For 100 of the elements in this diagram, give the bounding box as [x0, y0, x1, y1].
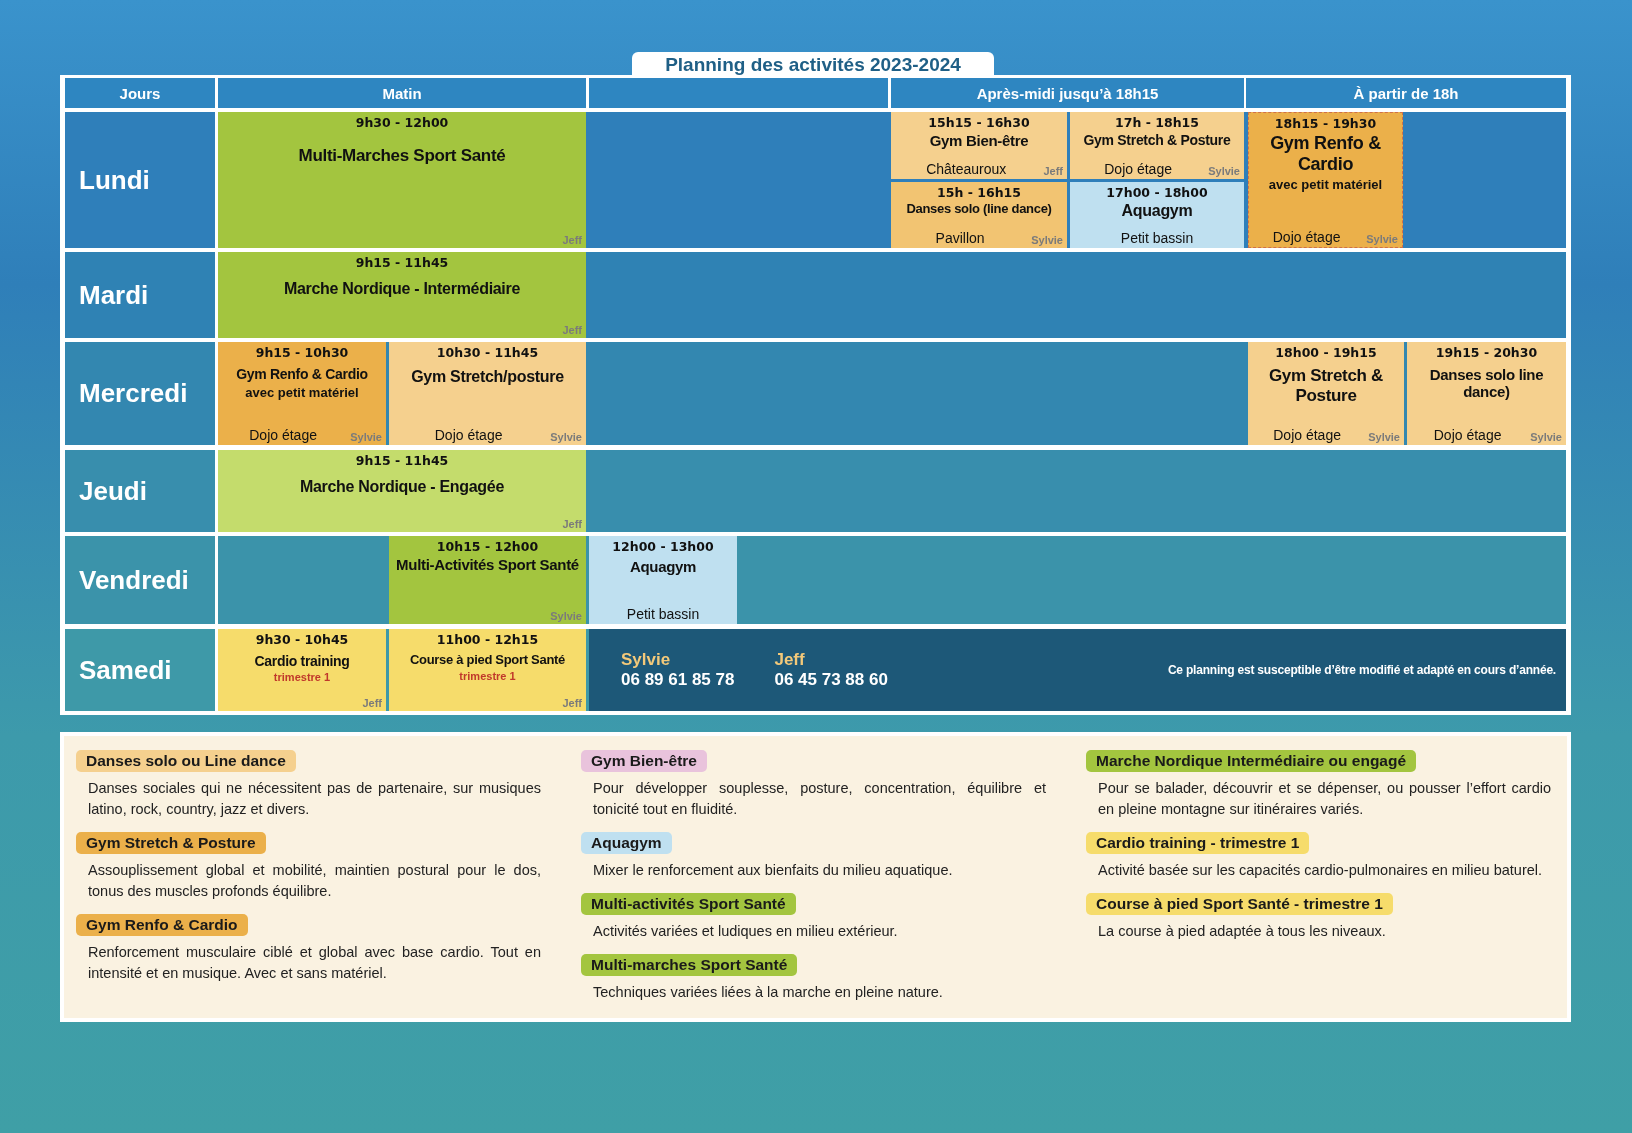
activity-title: Danses solo (line dance)	[906, 202, 1052, 217]
coach-name: Sylvie	[1208, 165, 1240, 177]
description-text: Activités variées et ludiques en milieu extérieur.	[592, 922, 898, 941]
activity-title: Course à pied Sport Santé	[409, 653, 565, 668]
activity-title: Cardio training	[254, 653, 350, 670]
venue: Petit bassin	[625, 606, 701, 622]
row-header: Samedi	[65, 629, 215, 711]
description-text: Renforcement musculaire ciblé et global avec base cardio. Tout en intensité et en musique. Avec et sans matériel.	[87, 943, 541, 983]
activity-block	[389, 536, 586, 624]
activity-block	[389, 629, 586, 711]
phone-number: 06 89 61 85 78	[621, 670, 735, 690]
time-range: 9h15 - 10h30	[255, 345, 349, 360]
time-range: 17h00 - 18h00	[1106, 185, 1208, 200]
activity-detail: avec petit matériel	[245, 385, 359, 401]
category-tag: Aquagym	[581, 832, 672, 854]
activity-block	[891, 112, 1067, 179]
activity-block	[1407, 342, 1566, 445]
description-text: Danses sociales qui ne nécessitent pas de partenaire, sur musiques latino, rock, country, jazz et divers.	[87, 779, 541, 819]
description-text: La course à pied adaptée à tous les niveaux.	[1097, 922, 1386, 941]
category-tag: Course à pied Sport Santé - trimestre 1	[1086, 893, 1393, 915]
column-header: Après-midi jusqu’à 18h15	[891, 78, 1244, 108]
coach-name: Sylvie	[1031, 234, 1063, 246]
description-text: Mixer le renforcement aux bienfaits du milieu aquatique.	[592, 861, 953, 880]
description-text: Activité basée sur les capacités cardio-pulmonaires en milieu baturel.	[1097, 861, 1543, 880]
coach-name: Sylvie	[550, 610, 582, 622]
description-text: Techniques variées liées à la marche en pleine nature.	[592, 983, 943, 1002]
venue: Dojo étage	[248, 427, 318, 443]
period-note: trimestre 1	[459, 669, 516, 682]
activity-title: Multi-Activités Sport Santé	[396, 556, 579, 574]
period-note: trimestre 1	[273, 671, 331, 684]
coach-name: Sylvie	[350, 431, 382, 443]
phone-number: 06 45 73 88 60	[774, 670, 888, 690]
contact-name: Sylvie	[621, 650, 672, 670]
activity-block	[218, 252, 586, 338]
coach-name: Jeff	[1043, 165, 1063, 177]
activity-title: Gym Stretch & Posture	[1083, 132, 1231, 149]
time-range: 10h15 - 12h00	[436, 539, 539, 554]
activity-block	[589, 536, 737, 624]
coach-name: Sylvie	[1368, 431, 1400, 443]
time-range: 9h30 - 10h45	[255, 632, 349, 647]
category-tag: Gym Renfo & Cardio	[76, 914, 248, 936]
coach-name: Jeff	[562, 234, 582, 246]
description-text: Pour développer souplesse, posture, concentration, équilibre et tonicité tout en fluidité.	[592, 779, 1046, 819]
activity-block	[1070, 112, 1244, 179]
coach-name: Jeff	[562, 697, 582, 709]
contact-panel	[589, 629, 1566, 711]
activity-block	[218, 450, 586, 532]
venue: Dojo étage	[1271, 229, 1342, 245]
activity-block	[389, 342, 586, 445]
time-range: 19h15 - 20h30	[1435, 345, 1538, 360]
column-header: Matin	[218, 78, 586, 108]
activity-title: Marche Nordique - Engagée	[299, 478, 505, 497]
activity-block	[1248, 342, 1404, 445]
column-header: À partir de 18h	[1246, 78, 1566, 108]
category-tag: Marche Nordique Intermédiaire ou engagé	[1086, 750, 1417, 772]
category-tag: Gym Stretch & Posture	[76, 832, 266, 854]
coach-name: Jeff	[562, 324, 582, 336]
activity-block	[1070, 182, 1244, 248]
venue: Petit bassin	[1119, 230, 1195, 246]
category-tag: Multi-marches Sport Santé	[581, 954, 798, 976]
row-header: Mercredi	[65, 342, 215, 445]
category-tag: Gym Bien-être	[581, 750, 707, 772]
row-header: Vendredi	[65, 536, 215, 624]
activity-title: Gym Renfo & Cardio	[1269, 133, 1382, 175]
time-range: 15h15 - 16h30	[928, 115, 1030, 130]
notice-text: Ce planning est susceptible d’être modifié et adapté en cours d’année.	[1167, 663, 1556, 677]
coach-name: Sylvie	[550, 431, 582, 443]
coach-name: Sylvie	[1530, 431, 1562, 443]
row-header: Mardi	[65, 252, 215, 338]
contact-name: Jeff	[774, 650, 806, 670]
activity-title: Aquagym	[629, 558, 697, 576]
activity-title: Danses solo line dance)	[1428, 366, 1545, 401]
row-header: Jeudi	[65, 450, 215, 532]
venue: Pavillon	[934, 230, 986, 246]
activity-block	[218, 629, 386, 711]
coach-name: Jeff	[362, 697, 382, 709]
category-tag: Multi-activités Sport Santé	[581, 893, 796, 915]
activity-block	[218, 112, 586, 248]
activity-title: Gym Stretch & Posture	[1267, 366, 1385, 406]
description-text: Assouplissement global et mobilité, maintien postural pour le dos, tonus des muscles profonds équilibre.	[87, 861, 541, 901]
activity-detail: avec petit matériel	[1268, 177, 1383, 193]
row-header: Lundi	[65, 112, 215, 248]
description-text: Pour se balader, découvrir et se dépenser, ou pousser l’effort cardio en pleine montagne sur itinéraires variés.	[1097, 779, 1551, 819]
venue: Dojo étage	[1432, 427, 1503, 443]
time-range: 10h30 - 11h45	[436, 345, 539, 360]
category-tag: Danses solo ou Line dance	[76, 750, 296, 772]
time-range: 9h15 - 11h45	[355, 453, 449, 468]
venue: Dojo étage	[1272, 427, 1342, 443]
activity-block	[218, 342, 386, 445]
column-header: Jours	[65, 78, 215, 108]
activity-block	[891, 182, 1067, 248]
coach-name: Sylvie	[1366, 233, 1398, 245]
title-tab: Planning des activités 2023-2024	[632, 52, 994, 78]
venue: Dojo étage	[433, 427, 504, 443]
time-range: 18h15 - 19h30	[1274, 116, 1377, 131]
time-range: 9h30 - 12h00	[355, 115, 449, 130]
activity-title: Gym Renfo & Cardio	[236, 366, 368, 383]
time-range: 9h15 - 11h45	[355, 255, 449, 270]
venue: Dojo étage	[1103, 161, 1173, 177]
venue: Châteauroux	[925, 161, 1008, 177]
